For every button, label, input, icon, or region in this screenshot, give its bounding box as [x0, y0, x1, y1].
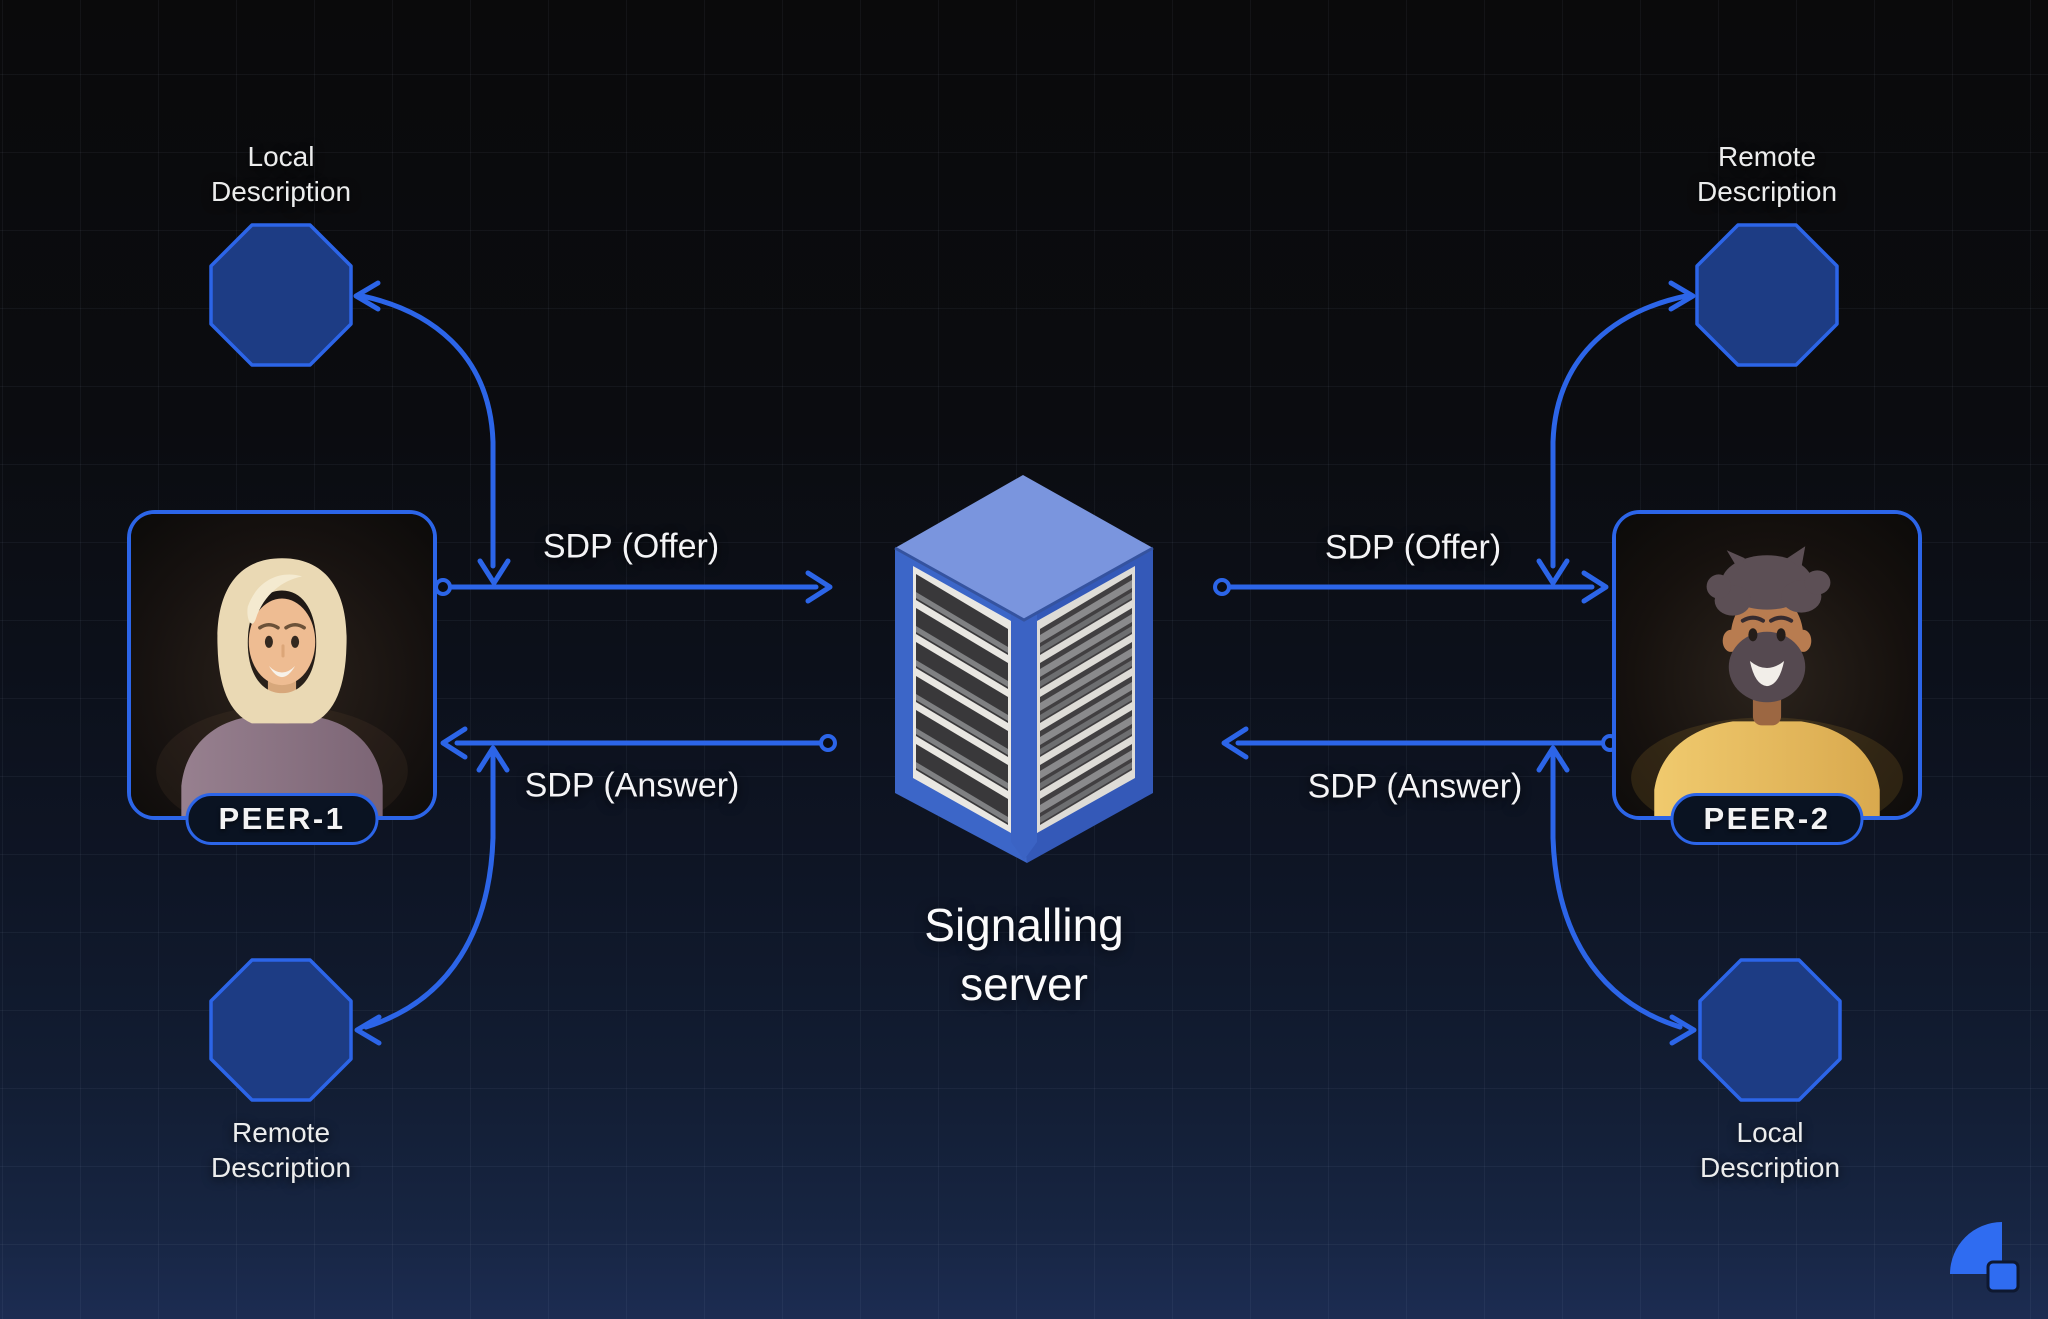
man-beard-avatar — [1616, 514, 1918, 816]
peer1-avatar — [131, 514, 433, 816]
connector-arrowhead-octagon-tl — [353, 280, 381, 312]
label-local-description-peer2: Local Description — [1699, 1117, 1841, 1183]
peer1-badge: PEER-1 — [185, 793, 379, 845]
server-rack-icon — [894, 475, 1154, 863]
signalling-server-label: Signalling server — [924, 899, 1124, 1010]
peer2-card: PEER-2 — [1612, 510, 1922, 845]
label-sdp-offer-right: SDP (Offer) — [1324, 528, 1502, 567]
signalling-server — [880, 462, 1170, 872]
label-sdp-answer-right: SDP (Answer) — [1307, 767, 1523, 806]
label-sdp-offer-left: SDP (Offer) — [542, 527, 720, 566]
node-circle-offer-peer1 — [434, 578, 452, 596]
connector-arrowhead-octagon-tr — [1668, 280, 1696, 312]
label-remote-description-peer2: Remote Description — [1696, 141, 1838, 207]
peer2-badge: PEER-2 — [1670, 793, 1864, 845]
octagon-local-description-peer2 — [1698, 958, 1842, 1102]
connector-remote-description-peer2 — [1550, 293, 1689, 569]
node-circle-answer-server-left — [819, 734, 837, 752]
offer-arrowhead-peer2 — [1581, 570, 1609, 604]
connector-arrowhead-line-tl — [477, 558, 511, 586]
connector-arrowhead-line-tr — [1536, 558, 1570, 586]
brand-logo-icon — [1940, 1215, 2025, 1300]
label-remote-description-peer1: Remote Description — [210, 1117, 352, 1183]
connector-arrowhead-octagon-br — [1669, 1014, 1697, 1046]
peer1-card: PEER-1 — [127, 510, 437, 845]
connector-remote-description-peer1 — [363, 751, 496, 1030]
peer2-avatar — [1616, 514, 1918, 816]
answer-arrowhead-peer1 — [440, 726, 468, 760]
label-sdp-answer-left: SDP (Answer) — [524, 766, 740, 805]
node-circle-offer-server-right — [1213, 578, 1231, 596]
label-local-description-peer1: Local Description — [210, 141, 352, 207]
answer-arrowhead-peer2 — [1221, 726, 1249, 760]
connector-arrowhead-octagon-bl — [354, 1014, 382, 1046]
woman-blonde-avatar — [131, 514, 433, 816]
connector-local-description-peer2 — [1550, 751, 1683, 1030]
octagon-local-description-peer1 — [209, 223, 353, 367]
connector-arrowhead-line-bl — [476, 745, 510, 773]
connector-arrowhead-line-br — [1536, 745, 1570, 773]
octagon-remote-description-peer2 — [1695, 223, 1839, 367]
connector-local-description-peer1 — [359, 293, 496, 569]
offer-arrowhead-peer1 — [805, 570, 833, 604]
octagon-remote-description-peer1 — [209, 958, 353, 1102]
quarter-circle-logo — [1950, 1222, 2020, 1293]
